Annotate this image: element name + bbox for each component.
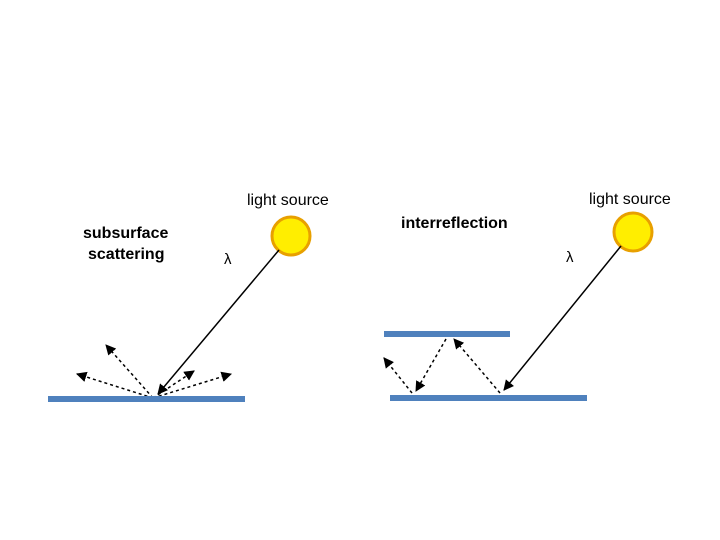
right-panel: [383, 211, 654, 401]
left-scatter-ray-2: [75, 371, 154, 399]
right-bounce-ray-1: [453, 338, 501, 394]
right-bounce-ray-2: [415, 338, 447, 392]
right-light-source-label: light source: [589, 191, 671, 208]
left-panel: [48, 215, 312, 402]
left-surface: [48, 396, 245, 402]
right-lower-surface: [390, 395, 587, 401]
right-upper-surface: [384, 331, 510, 337]
right-incident-ray: [503, 245, 622, 391]
left-title-line1: subsurface: [83, 225, 169, 242]
left-light-source-label: light source: [247, 192, 329, 209]
right-bounce-ray-3: [383, 357, 413, 394]
left-sun-icon: [270, 215, 312, 257]
left-scatter-ray-3: [152, 370, 195, 399]
right-sun-icon: [612, 211, 654, 253]
right-title: interreflection: [401, 215, 508, 232]
left-title-line2: scattering: [88, 246, 165, 263]
left-scatter-ray-4: [152, 371, 233, 399]
right-wavelength-label: λ: [566, 249, 574, 266]
left-wavelength-label: λ: [224, 251, 232, 268]
left-incident-ray: [157, 249, 280, 395]
